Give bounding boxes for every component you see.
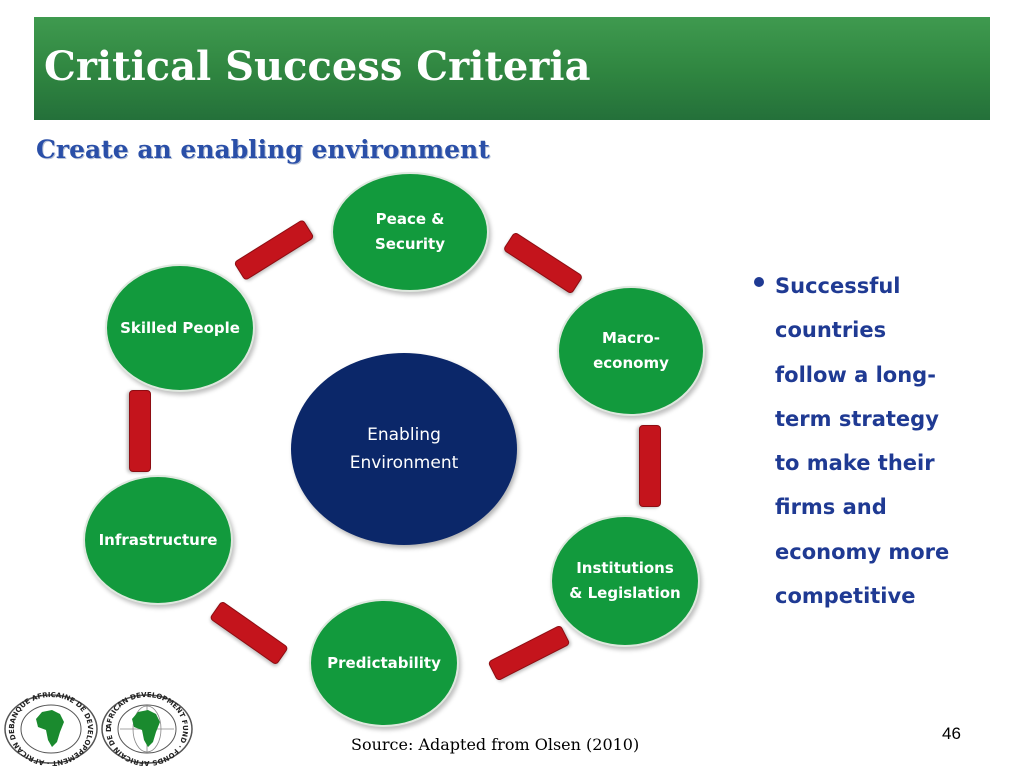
connector-peace-macro bbox=[502, 231, 584, 295]
page-number: 46 bbox=[942, 724, 961, 743]
node-label: Skilled People bbox=[120, 318, 240, 337]
connector-macro-institutions bbox=[639, 425, 661, 507]
node-label: Peace & Security bbox=[374, 210, 446, 253]
node-institutions-legislation: Institutions & Legislation bbox=[550, 515, 700, 647]
node-label: Institutions & Legislation bbox=[569, 559, 681, 602]
connector-infrastructure-skilled bbox=[129, 390, 151, 472]
title-bar: Critical Success Criteria bbox=[34, 17, 990, 120]
node-label: Macro- economy bbox=[593, 329, 669, 372]
center-label: Enabling Environment bbox=[349, 425, 459, 473]
node-label: Infrastructure bbox=[98, 530, 218, 549]
node-label: Predictability bbox=[327, 653, 441, 672]
connector-predictability-infrastructure bbox=[209, 600, 289, 666]
node-macro-economy: Macro- economy bbox=[557, 286, 705, 416]
node-enabling-environment: Enabling Environment bbox=[291, 353, 517, 545]
connector-institutions-predictability bbox=[487, 624, 571, 682]
source-caption: Source: Adapted from Olsen (2010) bbox=[351, 735, 640, 754]
slide-title: Critical Success Criteria bbox=[44, 43, 591, 90]
afdb-bank-logo-icon: BANQUE AFRICAINE DE DEVELOPPEMENT · AFRI… bbox=[2, 692, 98, 766]
slide-subtitle: Create an enabling environment bbox=[36, 135, 490, 164]
node-skilled-people: Skilled People bbox=[105, 264, 255, 392]
connector-skilled-peace bbox=[233, 218, 315, 282]
bullet-text: Successful countries follow a long- term… bbox=[775, 274, 950, 609]
node-infrastructure: Infrastructure bbox=[83, 475, 233, 605]
bullet-dot-icon bbox=[754, 277, 764, 287]
afdb-fund-logo-icon: AFRICAN DEVELOPMENT FUND · FONDS AFRICAI… bbox=[100, 692, 193, 766]
node-peace-security: Peace & Security bbox=[331, 172, 489, 292]
node-predictability: Predictability bbox=[309, 599, 459, 727]
